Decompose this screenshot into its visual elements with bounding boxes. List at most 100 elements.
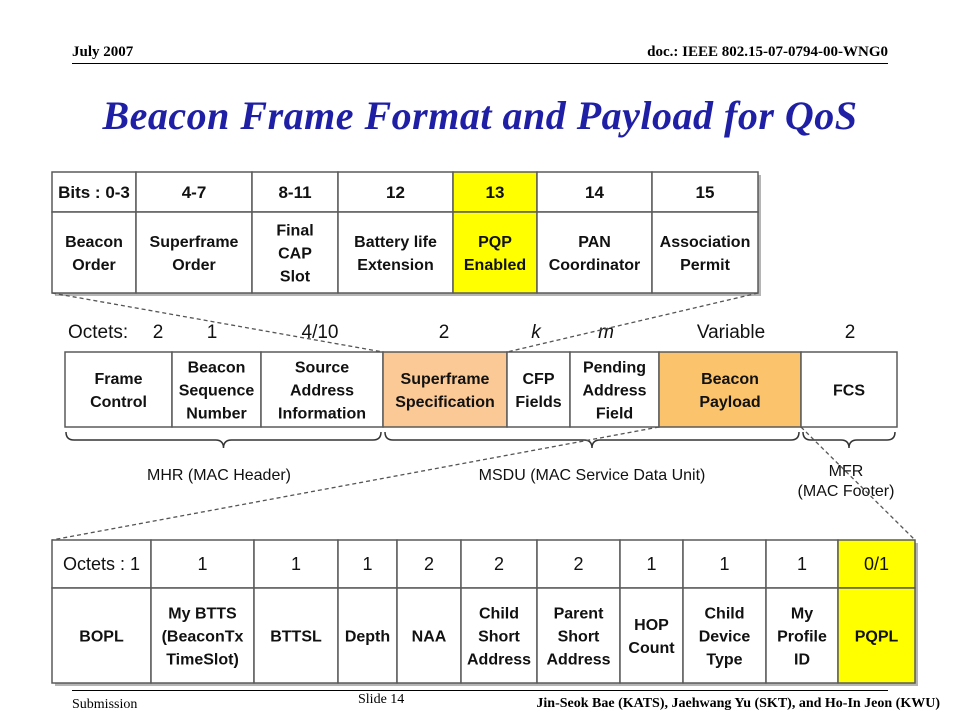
payload-field-bttsl: BTTSL [270, 629, 322, 646]
octet-size: k [531, 322, 542, 343]
payload-field-pqpl: PQPL [855, 629, 899, 646]
footer-rule [72, 690, 888, 691]
header-doc-id: doc.: IEEE 802.15-07-0794-00-WNG0 [647, 44, 888, 60]
payload-field-bopl: BOPL [79, 629, 124, 646]
bit-header-cell [536, 171, 653, 213]
payload-field-naa: NAA [412, 629, 447, 646]
bit-range-label: 15 [696, 183, 715, 202]
octet-size: Variable [697, 322, 765, 343]
payload-field-cell [619, 587, 684, 684]
payload-octet-cell [396, 539, 462, 589]
header-rule [72, 63, 888, 64]
frame-field-cell [171, 351, 262, 428]
bit-field-cell [536, 211, 653, 294]
frame-field-cell [64, 351, 173, 428]
bit-field-cell [651, 211, 759, 294]
payload-octet-size: 0/1 [864, 554, 889, 574]
octet-size: m [598, 322, 614, 343]
octet-size: 1 [207, 322, 218, 343]
frame-field-cell [800, 351, 898, 428]
payload-field-cell [682, 587, 767, 684]
payload-octet-size: 1 [197, 554, 207, 574]
payload-field-cell [150, 587, 255, 684]
msdu-brace [384, 431, 800, 449]
bit-range-label: 8-11 [278, 183, 311, 202]
octets-label: Octets: [68, 322, 128, 343]
octet-size: 2 [153, 322, 164, 343]
projection-line [800, 426, 916, 541]
payload-octet-size: 1 [719, 554, 729, 574]
bit-range-label: Bits : 0-3 [58, 183, 130, 202]
bit-field-cell [251, 211, 339, 294]
footer-slide-number: Slide 14 [358, 692, 405, 707]
bit-header-cell [251, 171, 339, 213]
frame-field-fcs: FCS [833, 383, 865, 400]
bit-field-cell [337, 211, 454, 294]
bit-field-cell [452, 211, 538, 294]
frame-field-cell [569, 351, 660, 428]
payload-field-cell [765, 587, 839, 684]
payload-octet-cell [682, 539, 767, 589]
frame-field-cell [658, 351, 802, 428]
payload-field-cell [460, 587, 538, 684]
bit-field-cell [135, 211, 253, 294]
payload-octet-cell [837, 539, 916, 589]
payload-field-cell [51, 587, 152, 684]
payload-octet-size: 1 [362, 554, 372, 574]
mfr-brace [802, 431, 896, 449]
header-date: July 2007 [72, 44, 134, 60]
payload-octet-size: 1 [797, 554, 807, 574]
payload-octet-size: 1 [291, 554, 301, 574]
payload-field-depth: Depth [345, 629, 390, 646]
bit-field-cell [51, 211, 137, 294]
payload-octet-size: Octets : 1 [63, 554, 140, 574]
payload-octet-size: 1 [646, 554, 656, 574]
slide-title: Beacon Frame Format and Payload for QoS [102, 93, 858, 138]
payload-field-cell [837, 587, 916, 684]
payload-octet-size: 2 [494, 554, 504, 574]
bit-header-cell [651, 171, 759, 213]
projection-line [51, 426, 660, 541]
payload-octet-cell [765, 539, 839, 589]
payload-field-cell [396, 587, 462, 684]
payload-field-cell [337, 587, 398, 684]
projection-line [506, 292, 759, 353]
footer-authors: Jin-Seok Bae (KATS), Jaehwang Yu (SKT), … [536, 696, 940, 711]
octet-size: 4/10 [302, 322, 339, 343]
mhr-brace [65, 431, 382, 449]
octet-size: 2 [439, 322, 450, 343]
msdu-label: MSDU (MAC Service Data Unit) [479, 467, 706, 484]
mfr-label: MFR(MAC Footer) [798, 463, 895, 500]
octet-size: 2 [845, 322, 856, 343]
frame-field-cell [260, 351, 384, 428]
mhr-label: MHR (MAC Header) [147, 467, 291, 484]
bit-range-label: 13 [486, 183, 505, 202]
projection-line [51, 292, 384, 353]
payload-octet-size: 2 [424, 554, 434, 574]
payload-octet-size: 2 [573, 554, 583, 574]
frame-field-cell [382, 351, 508, 428]
bit-range-label: 14 [585, 183, 604, 202]
payload-field-cell [253, 587, 339, 684]
bit-range-label: 4-7 [182, 183, 207, 202]
